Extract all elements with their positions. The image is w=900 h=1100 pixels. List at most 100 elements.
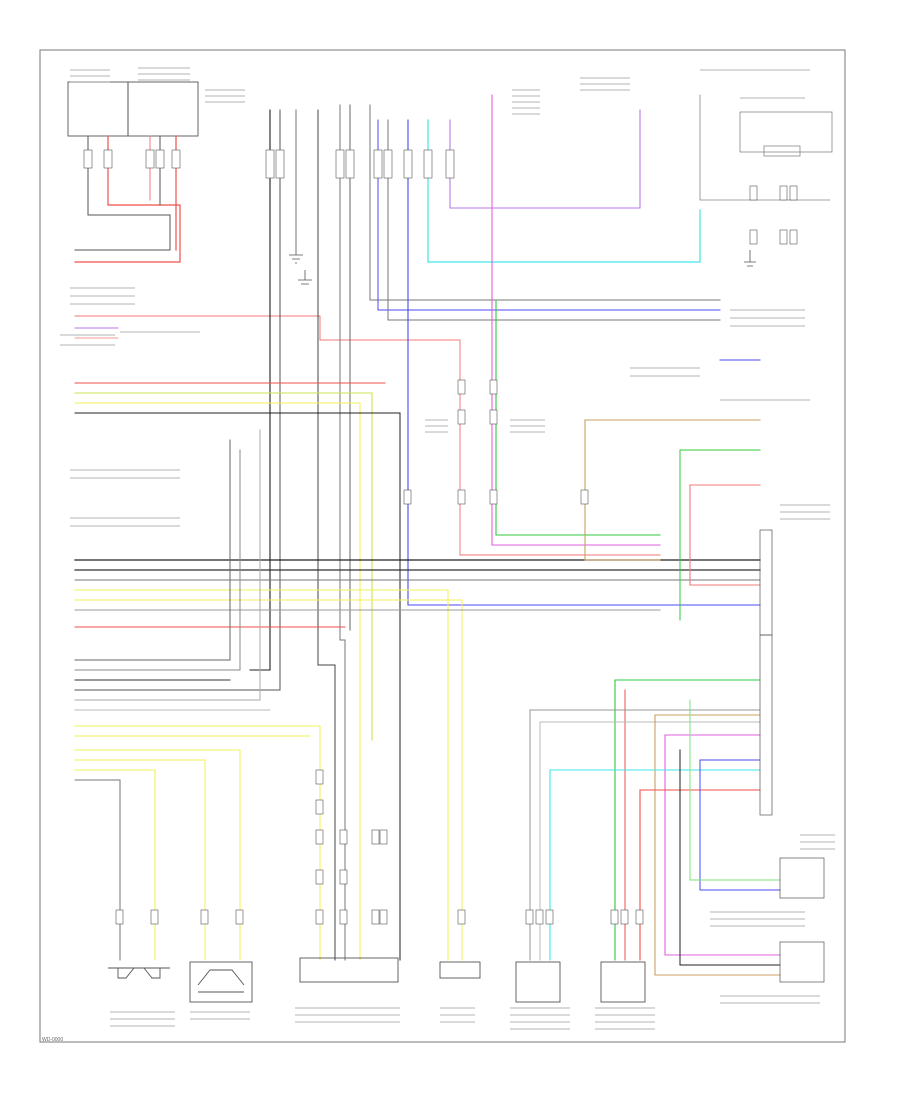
wire-yellow-bottom-3 <box>74 749 241 961</box>
connector-box-right-top <box>127 81 199 137</box>
pin-bottom-1 <box>115 909 124 925</box>
pin-bottom-7 <box>535 909 544 925</box>
component-seat-switch <box>189 961 253 1003</box>
pin-right-4 <box>749 229 758 245</box>
wire-green-lower-right-2 <box>689 699 781 881</box>
label-mark-block-21 <box>295 1007 400 1023</box>
main-connector-upper <box>759 529 773 636</box>
pin-bus-3 <box>335 149 345 179</box>
wire-blue-bus <box>377 119 721 311</box>
wire-yellow-bottom-1 <box>74 725 321 961</box>
ground-symbol-3 <box>744 250 756 267</box>
wire-gray-bus-7 <box>369 104 721 301</box>
component-center-connector <box>299 957 399 983</box>
wire-red-top-left <box>74 135 181 263</box>
pin-bottom-8 <box>545 909 554 925</box>
wire-green-vertical <box>495 299 661 536</box>
wire-black-mid <box>74 412 401 961</box>
pin-yellow-10 <box>371 909 380 925</box>
pin-bus-2 <box>275 149 285 179</box>
label-mark-block-2 <box>138 67 190 81</box>
wire-red-right <box>689 484 761 586</box>
pin-top-left-4 <box>155 149 165 169</box>
pin-mid-1 <box>457 379 466 395</box>
label-mark-block-8 <box>70 469 180 479</box>
wire-gray-sensor-4 <box>74 429 261 701</box>
pin-yellow-12 <box>379 909 388 925</box>
wire-gray-sensor-1 <box>74 439 231 661</box>
label-mark-block-7 <box>70 287 135 305</box>
wire-gray-sensor-2 <box>74 449 241 671</box>
wire-yellow-green-mid <box>74 392 373 741</box>
wire-gray-bus-5 <box>339 104 346 961</box>
wire-black-bus-1 <box>249 109 271 671</box>
wire-gray-bus-2 <box>74 109 281 691</box>
main-connector-lower <box>759 634 773 816</box>
label-mark-block-22 <box>440 1007 475 1023</box>
pin-mid-2 <box>489 379 498 395</box>
label-mark-block-3 <box>205 89 245 103</box>
label-mark-block-1 <box>70 69 110 83</box>
pin-right-6 <box>789 229 798 245</box>
label-mark-block-20 <box>190 1011 250 1020</box>
pin-bottom-5 <box>457 909 466 925</box>
pin-right-2 <box>779 185 788 201</box>
pin-bottom-6 <box>525 909 534 925</box>
component-seat-sensor-left <box>108 967 170 979</box>
wire-blue-long <box>407 119 761 606</box>
pin-yellow-1 <box>315 769 324 785</box>
wire-gray-right-top <box>699 94 831 201</box>
pin-mid-7 <box>457 489 466 505</box>
wire-magenta-lower-right-v <box>664 734 781 956</box>
label-mark-block-23 <box>510 1007 570 1030</box>
pin-mid-6 <box>403 489 412 505</box>
label-mark-block-6 <box>700 69 810 99</box>
pin-yellow-9 <box>371 829 380 845</box>
pin-yellow-2 <box>315 799 324 815</box>
main-connector-strip <box>759 529 825 983</box>
pin-top-left-3 <box>145 149 155 169</box>
pin-bottom-9 <box>610 909 619 925</box>
connector-box-left-top <box>67 81 129 137</box>
wires <box>74 94 831 976</box>
pin-mid-5 <box>580 489 589 505</box>
pin-bus-5 <box>373 149 383 179</box>
wire-yellow-bottom-5 <box>74 769 156 961</box>
pin-top-left-1 <box>83 149 93 169</box>
pin-bus-9 <box>445 149 455 179</box>
wire-yellow-mid-1 <box>74 402 361 961</box>
wire-cyan-upper <box>427 119 701 263</box>
pin-yellow-8 <box>339 909 348 925</box>
label-marks <box>60 67 835 1030</box>
component-small-connector <box>439 961 481 979</box>
pin-top-left-2 <box>103 149 113 169</box>
label-mark-block-25 <box>60 334 115 346</box>
right-component-1 <box>779 857 825 899</box>
wire-gray-top-left-1 <box>74 135 171 251</box>
ground-symbol-2 <box>298 270 312 285</box>
component-sensor-b <box>600 961 646 1003</box>
pin-right-5 <box>779 229 788 245</box>
connector-pins <box>83 149 798 925</box>
pin-right-1 <box>749 185 758 201</box>
pin-yellow-4 <box>315 869 324 885</box>
pin-yellow-5 <box>315 909 324 925</box>
pin-bottom-10 <box>620 909 629 925</box>
pin-bottom-2 <box>150 909 159 925</box>
wire-magenta-vertical <box>491 94 661 546</box>
label-mark-block-16 <box>800 834 835 850</box>
pin-bottom-11 <box>635 909 644 925</box>
wire-black-lower-right <box>679 749 781 966</box>
pin-bottom-4 <box>235 909 244 925</box>
diagram-footer-code: WD-0000 <box>42 1037 64 1043</box>
pin-yellow-6 <box>339 829 348 845</box>
label-mark-block-4 <box>512 89 540 115</box>
pin-mid-3 <box>457 409 466 425</box>
wire-violet-upper <box>449 109 641 209</box>
label-mark-block-5 <box>580 77 630 91</box>
pin-bus-8 <box>423 149 433 179</box>
wire-blue-lower-right-v <box>699 759 781 891</box>
component-sensor-a <box>515 961 561 1003</box>
bottom-components <box>108 957 646 1003</box>
wire-yellow-bottom-4 <box>74 759 206 961</box>
